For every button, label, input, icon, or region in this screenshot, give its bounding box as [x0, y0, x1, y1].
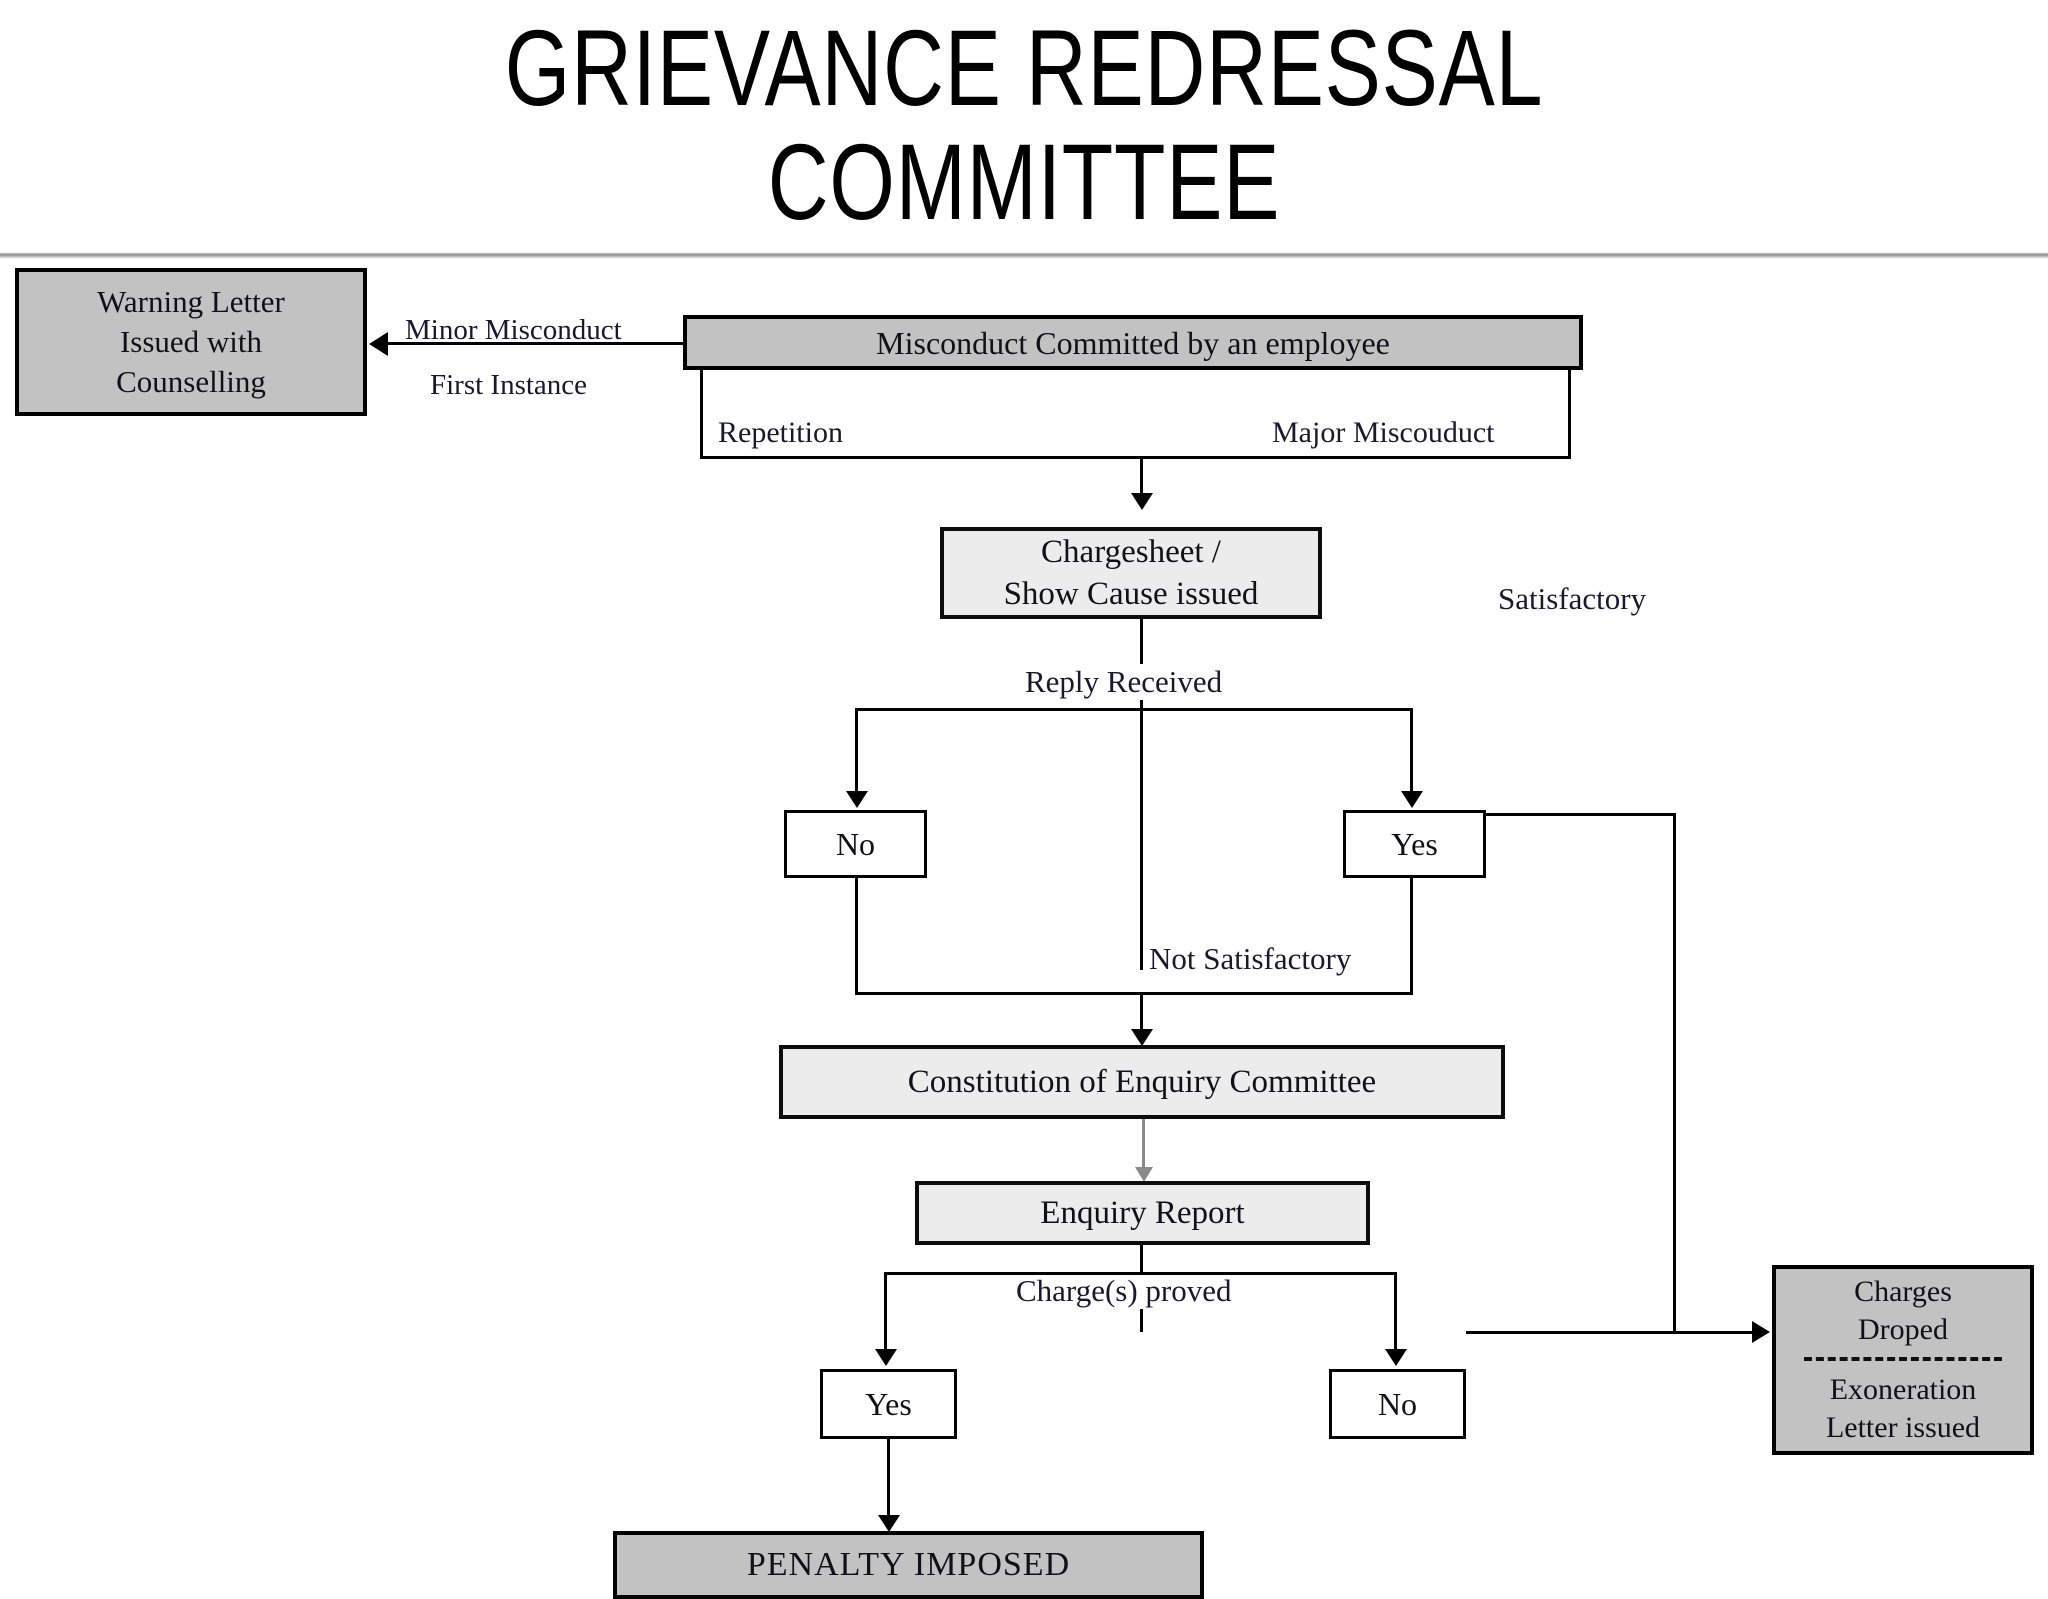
- edge-enquiry-committee-to-report-arrowhead: [1135, 1167, 1153, 1182]
- node-warning-letter-line-2: Issued with: [119, 324, 263, 359]
- node-enquiry-report-label: Enquiry Report: [1040, 1194, 1245, 1231]
- node-warning-letter-line-3: Counselling: [116, 364, 266, 399]
- edge-chargesheet-stem: [1140, 617, 1143, 970]
- edge-reply-yes-arrowhead: [1401, 791, 1423, 808]
- edge-not-satisfactory-merge-bar: [855, 992, 1413, 995]
- node-misconduct-committed[interactable]: Misconduct Committed by an employee: [683, 315, 1583, 370]
- edge-satisfactory-horizontal: [1486, 813, 1676, 816]
- node-warning-letter-line-1: Warning Letter: [97, 284, 285, 319]
- edge-charges-proved-right-leg: [1394, 1272, 1397, 1358]
- edge-label-major-misconduct: Major Miscouduct: [1272, 416, 1495, 449]
- edge-label-charges-proved: Charge(s) proved: [1010, 1273, 1238, 1309]
- edge-misconduct-bracket-left: [700, 367, 703, 459]
- edge-reply-no-down: [855, 877, 858, 994]
- edge-label-reply-received: Reply Received: [1019, 664, 1229, 700]
- edge-charges-proved-split-bar: [884, 1272, 1397, 1275]
- node-charges-dropped-line-3: Exoneration: [1829, 1373, 1977, 1406]
- edge-misconduct-to-warning-letter: [388, 342, 686, 345]
- node-enquiry-committee[interactable]: Constitution of Enquiry Committee: [779, 1045, 1505, 1119]
- node-reply-yes[interactable]: Yes: [1343, 810, 1486, 878]
- edge-reply-split-bar: [855, 708, 1413, 711]
- node-enquiry-committee-label: Constitution of Enquiry Committee: [907, 1063, 1377, 1100]
- grievance-redressal-flowchart: Warning Letter Issued with Counselling M…: [0, 259, 2048, 1599]
- edge-reply-split-left-leg: [855, 708, 858, 800]
- node-penalty-imposed-label: PENALTY IMPOSED: [746, 1546, 1071, 1583]
- node-chargesheet-line-2: Show Cause issued: [1003, 576, 1259, 612]
- node-proved-no-label: No: [1377, 1385, 1418, 1422]
- edge-proved-no-to-charges-dropped: [1466, 1331, 1754, 1334]
- edge-reply-split-right-leg: [1410, 708, 1413, 800]
- node-misconduct-committed-label: Misconduct Committed by an employee: [876, 324, 1390, 361]
- edge-proved-yes-to-penalty-arrowhead: [878, 1515, 900, 1532]
- edge-label-first-instance: First Instance: [430, 369, 588, 401]
- node-penalty-imposed[interactable]: PENALTY IMPOSED: [613, 1531, 1204, 1599]
- edge-merge-to-enquiry-committee: [1140, 992, 1143, 1038]
- edge-proved-yes-to-penalty: [887, 1439, 890, 1524]
- node-reply-no[interactable]: No: [784, 810, 927, 878]
- edge-merge-to-enquiry-committee-arrowhead: [1131, 1029, 1153, 1046]
- edge-bracket-to-chargesheet: [1140, 456, 1143, 502]
- node-proved-no[interactable]: No: [1329, 1369, 1466, 1439]
- page-title-line-2: COMMITTEE: [767, 121, 1281, 242]
- edge-label-minor-misconduct: Minor Misconduct: [405, 314, 622, 346]
- node-reply-no-label: No: [835, 825, 876, 862]
- header-divider: [0, 252, 2048, 259]
- node-warning-letter[interactable]: Warning Letter Issued with Counselling: [15, 268, 367, 416]
- edge-reply-no-arrowhead: [846, 791, 868, 808]
- edge-charges-proved-left-leg: [884, 1272, 887, 1358]
- node-charges-dropped-line-2: Droped: [1858, 1313, 1948, 1346]
- node-proved-yes[interactable]: Yes: [820, 1369, 957, 1439]
- edge-satisfactory-vertical: [1673, 813, 1676, 1332]
- charges-dropped-divider: [1803, 1357, 2003, 1361]
- page-title-line-1: GRIEVANCE REDRESSAL: [504, 7, 1544, 128]
- edge-label-not-satisfactory: Not Satisfactory: [1144, 941, 1357, 977]
- node-charges-dropped[interactable]: Charges Droped Exoneration Letter issued: [1772, 1265, 2034, 1455]
- edge-misconduct-bracket-bottom: [700, 456, 1571, 459]
- edge-label-repetition: Repetition: [718, 416, 843, 449]
- node-reply-yes-label: Yes: [1391, 825, 1438, 862]
- node-charges-dropped-line-4: Letter issued: [1825, 1411, 1981, 1444]
- node-chargesheet[interactable]: Chargesheet / Show Cause issued: [940, 527, 1322, 619]
- edge-misconduct-to-warning-letter-arrowhead: [369, 332, 388, 356]
- edge-proved-no-to-charges-dropped-arrowhead: [1752, 1321, 1770, 1343]
- node-proved-yes-label: Yes: [865, 1385, 912, 1422]
- edge-label-satisfactory: Satisfactory: [1498, 581, 1647, 616]
- edge-reply-yes-down: [1410, 877, 1413, 994]
- node-enquiry-report[interactable]: Enquiry Report: [915, 1181, 1370, 1245]
- edge-proved-yes-arrowhead: [875, 1349, 897, 1366]
- page-title-block: GRIEVANCE REDRESSAL COMMITTEE: [0, 0, 2048, 252]
- edge-enquiry-committee-to-report: [1142, 1119, 1145, 1175]
- node-charges-dropped-line-1: Charges: [1854, 1275, 1952, 1308]
- edge-misconduct-bracket-right: [1568, 367, 1571, 459]
- edge-proved-no-arrowhead: [1385, 1349, 1407, 1366]
- node-chargesheet-line-1: Chargesheet /: [1041, 534, 1221, 570]
- edge-bracket-to-chargesheet-arrowhead: [1131, 493, 1153, 510]
